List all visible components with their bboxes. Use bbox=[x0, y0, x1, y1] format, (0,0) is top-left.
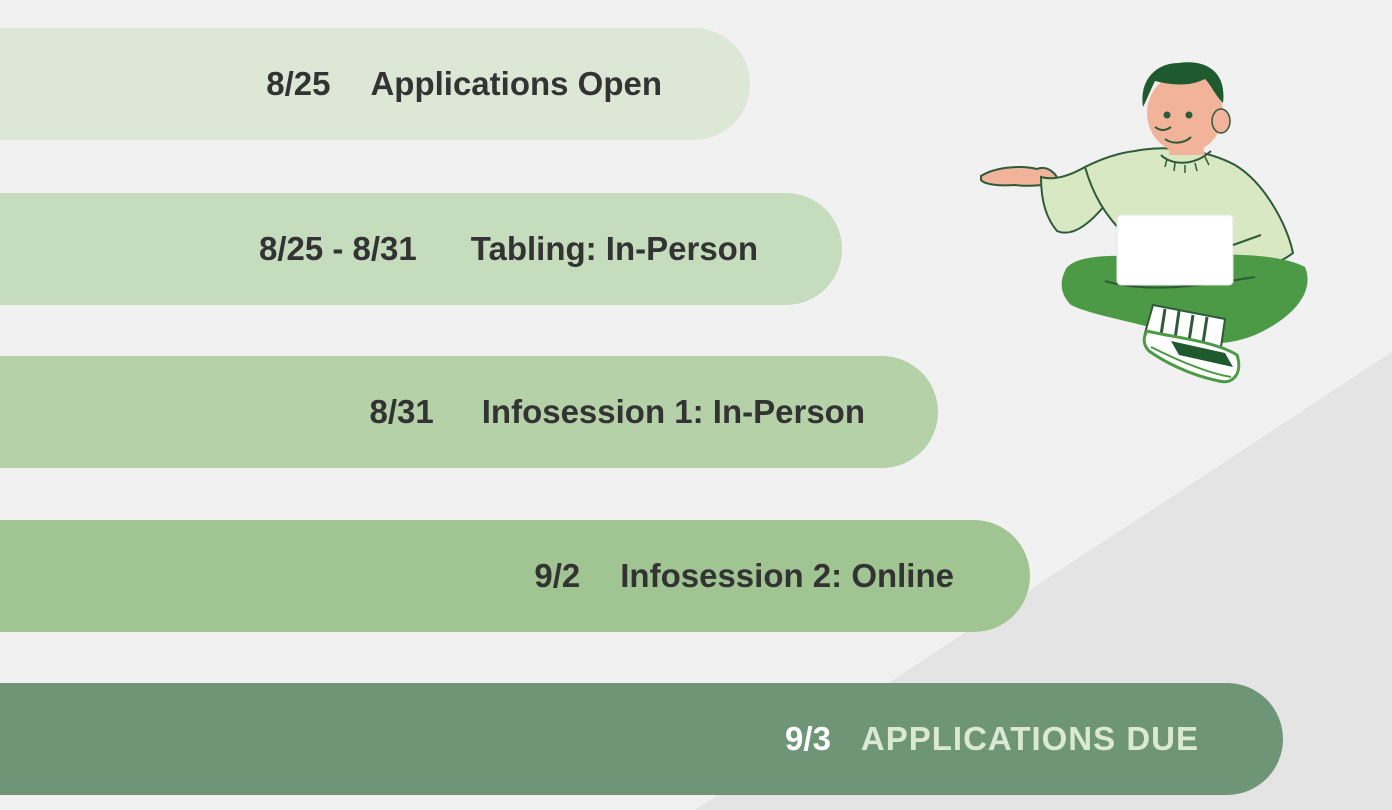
timeline-date: 8/25 - 8/31 bbox=[258, 230, 417, 267]
timeline-date: 9/2 bbox=[534, 557, 581, 594]
timeline-item-infosession-1: 8/31 Infosession 1: In-Person bbox=[0, 356, 938, 468]
timeline-date: 8/25 bbox=[266, 65, 331, 102]
timeline-item-applications-due: 9/3 APPLICATIONS DUE bbox=[0, 683, 1283, 795]
timeline-label: APPLICATIONS DUE bbox=[860, 720, 1199, 757]
person-with-laptop-illustration bbox=[980, 62, 1308, 384]
timeline-date: 8/31 bbox=[369, 393, 434, 430]
timeline-label: Tabling: In-Person bbox=[470, 230, 758, 267]
timeline-label: Applications Open bbox=[370, 65, 662, 102]
timeline-label: Infosession 2: Online bbox=[620, 557, 954, 594]
timeline-label: Infosession 1: In-Person bbox=[481, 393, 865, 430]
timeline-item-infosession-2: 9/2 Infosession 2: Online bbox=[0, 520, 1030, 632]
timeline-date: 9/3 bbox=[785, 720, 831, 757]
timeline-item-applications-open: 8/25 Applications Open bbox=[0, 28, 750, 140]
timeline-item-tabling: 8/25 - 8/31 Tabling: In-Person bbox=[0, 193, 842, 305]
